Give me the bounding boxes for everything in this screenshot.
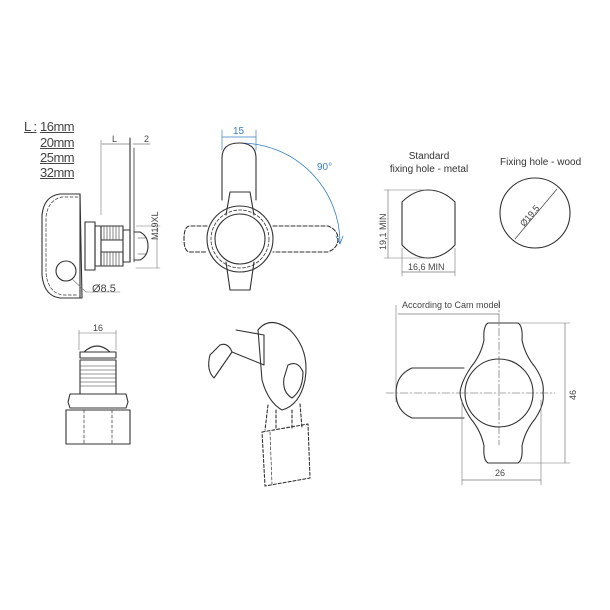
- metal-hole-width: 16,6 MIN: [408, 262, 445, 272]
- front-width-label: 16: [93, 323, 104, 333]
- length-option-32: 32mm: [40, 165, 75, 180]
- top-view-drawing: [183, 129, 344, 291]
- thread-label: M19XL: [150, 211, 160, 240]
- width-15-label: 15: [233, 126, 245, 137]
- hole-diameter-label: Ø8.5: [92, 283, 116, 295]
- length-option-20: 20mm: [40, 135, 75, 150]
- rotation-label: 90°: [317, 162, 333, 173]
- metal-hole-height: 19,1 MIN: [378, 213, 388, 250]
- metal-hole-title-line2: fixing hole - metal: [389, 164, 469, 175]
- wood-hole-drawing: [499, 177, 571, 249]
- dim-2-label: 2: [144, 134, 150, 144]
- metal-hole-title-line1: Standard: [408, 151, 450, 162]
- length-option-16: 16mm: [40, 119, 75, 134]
- length-label: L :: [24, 119, 37, 134]
- cam-height-label: 46: [568, 389, 578, 400]
- length-option-25: 25mm: [40, 150, 75, 165]
- padlock-drawing: [208, 321, 311, 487]
- cam-width-label: 26: [495, 468, 506, 478]
- metal-hole-title: Standard fixing hole - metal: [384, 150, 474, 176]
- side-view-drawing: [41, 137, 161, 299]
- wood-hole-title: Fixing hole - wood: [500, 157, 582, 168]
- dim-l-label: L: [112, 134, 118, 144]
- metal-hole-drawing: [383, 189, 456, 277]
- cam-model-note: According to Cam model: [402, 300, 501, 310]
- cam-view-drawing: [385, 299, 571, 486]
- front-view-drawing: [65, 329, 131, 445]
